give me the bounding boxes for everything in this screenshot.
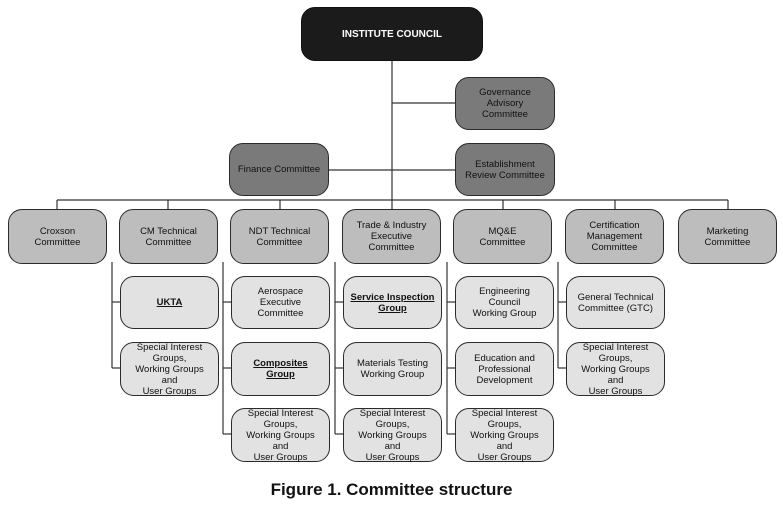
ndt-special-interest-box: Special Interest Groups, Working Groups … — [231, 408, 330, 463]
croxson-committee-box: Croxson Committee — [8, 209, 107, 264]
materials-testing-box: Materials Testing Working Group — [343, 342, 442, 396]
mqe-special-interest-box: Special Interest Groups, Working Groups … — [455, 408, 554, 463]
mqe-committee-box: MQ&E Committee — [453, 209, 552, 264]
engineering-council-box: Engineering Council Working Group — [455, 276, 554, 329]
cm-special-interest-box: Special Interest Groups, Working Groups … — [120, 342, 219, 397]
marketing-committee-box: Marketing Committee — [678, 209, 777, 264]
trade-special-interest-box: Special Interest Groups, Working Groups … — [343, 408, 442, 463]
cm-technical-box: CM Technical Committee — [119, 209, 218, 264]
certification-management-box: Certification Management Committee — [565, 209, 664, 264]
establishment-review-box: Establishment Review Committee — [455, 143, 555, 196]
composites-group-box: Composites Group — [231, 342, 330, 396]
institute-council-box: INSTITUTE COUNCIL — [301, 7, 483, 61]
governance-advisory-box: Governance Advisory Committee — [455, 77, 555, 130]
trade-industry-box: Trade & Industry Executive Committee — [342, 209, 441, 264]
ndt-technical-box: NDT Technical Committee — [230, 209, 329, 264]
service-inspection-box: Service Inspection Group — [343, 276, 442, 329]
ukta-box: UKTA — [120, 276, 219, 329]
cert-special-interest-box: Special Interest Groups, Working Groups … — [566, 342, 665, 397]
education-professional-box: Education and Professional Development — [455, 342, 554, 396]
figure-caption: Figure 1. Committee structure — [270, 480, 513, 499]
finance-committee-box: Finance Committee — [229, 143, 329, 196]
general-technical-box: General Technical Committee (GTC) — [566, 276, 665, 329]
aerospace-executive-box: Aerospace Executive Committee — [231, 276, 330, 329]
